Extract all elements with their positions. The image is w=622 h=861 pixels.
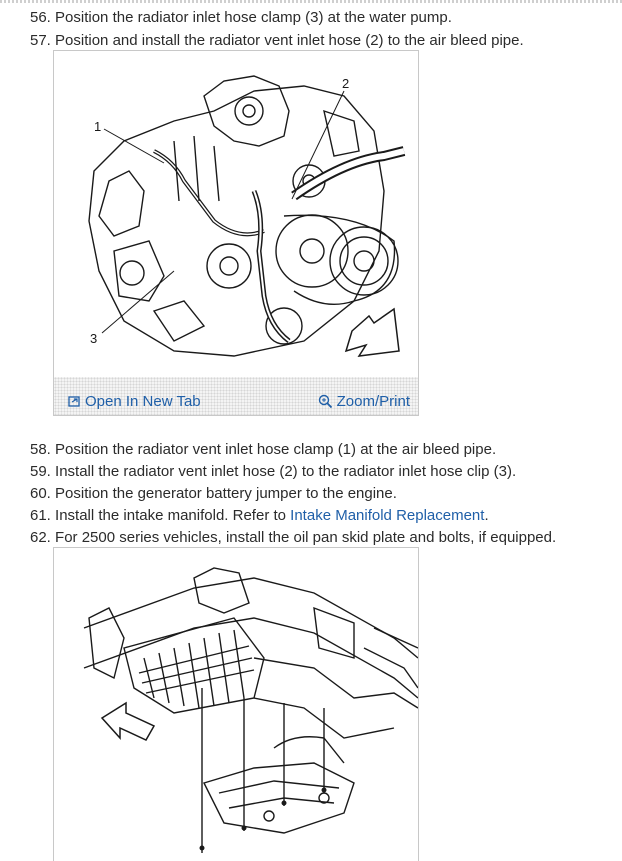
step-text: Position the generator battery jumper to… <box>55 485 397 502</box>
zoom-print-link[interactable]: Zoom/Print <box>318 393 410 410</box>
open-in-new-tab-icon <box>68 395 81 408</box>
skid-plate-line-drawing <box>83 567 418 853</box>
callout-1: 1 <box>94 119 101 134</box>
zoom-print-label: Zoom/Print <box>336 393 410 410</box>
step-number: 58. <box>30 441 51 458</box>
top-dotted-border <box>0 0 622 3</box>
step-number: 56. <box>30 9 51 26</box>
step-62: 62. For 2500 series vehicles, install th… <box>30 528 556 547</box>
step-text: Install the radiator vent inlet hose (2)… <box>55 463 517 480</box>
engine-line-drawing: 1 2 3 <box>88 75 406 357</box>
magnifier-icon <box>318 394 333 409</box>
figure-toolbar: Open In New Tab Zoom/Print <box>54 377 418 415</box>
callout-3: 3 <box>90 331 97 346</box>
step-60: 60. Position the generator battery jumpe… <box>30 484 397 503</box>
skid-plate-diagram-figure <box>53 547 419 861</box>
step-number: 61. <box>30 507 51 524</box>
step-number: 57. <box>30 32 51 49</box>
step-text: Position and install the radiator vent i… <box>55 32 524 49</box>
step-text: Position the radiator inlet hose clamp (… <box>55 9 452 26</box>
step-57: 57. Position and install the radiator ve… <box>30 31 524 50</box>
step-text-end: . <box>484 507 489 524</box>
engine-diagram-figure: 1 2 3 Open In New Tab Zoom/Print <box>53 50 419 416</box>
step-56: 56. Position the radiator inlet hose cla… <box>30 8 452 27</box>
intake-manifold-replacement-link[interactable]: Intake Manifold Replacement <box>290 507 485 524</box>
open-in-new-tab-label: Open In New Tab <box>85 393 201 410</box>
step-number: 62. <box>30 529 51 546</box>
open-in-new-tab-link[interactable]: Open In New Tab <box>68 393 201 410</box>
step-61: 61. Install the intake manifold. Refer t… <box>30 506 489 525</box>
callout-2: 2 <box>342 76 349 91</box>
step-number: 59. <box>30 463 51 480</box>
step-text: For 2500 series vehicles, install the oi… <box>55 529 557 546</box>
step-59: 59. Install the radiator vent inlet hose… <box>30 462 516 481</box>
step-58: 58. Position the radiator vent inlet hos… <box>30 440 496 459</box>
step-number: 60. <box>30 485 51 502</box>
step-text: Install the intake manifold. Refer to <box>55 507 286 524</box>
step-text: Position the radiator vent inlet hose cl… <box>55 441 497 458</box>
